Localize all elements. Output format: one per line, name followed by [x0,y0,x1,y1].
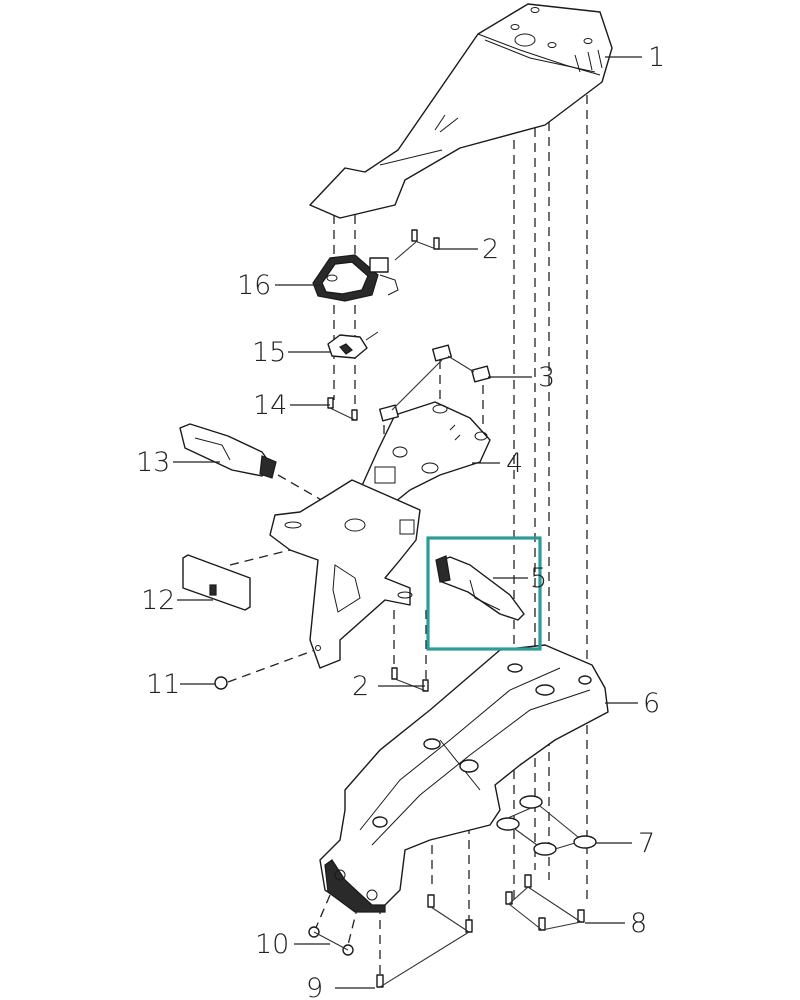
part-13-left-turn-signal[interactable] [179,423,277,479]
part-15-license-lamp[interactable] [327,331,379,359]
callout-12: 12 [141,585,175,616]
part-3-clip-nuts[interactable] [379,344,491,422]
highlight-box [426,536,542,651]
part-1-seat-cowl[interactable] [309,3,613,219]
callout-8: 8 [630,908,647,939]
callout-2-lower: 2 [352,671,369,702]
part-2-screws[interactable] [391,229,440,692]
part-6-rear-fender[interactable] [319,644,609,913]
part-5-right-turn-signal[interactable] [435,555,525,621]
part-12-reflector[interactable] [182,554,251,611]
callout-7: 7 [638,828,655,859]
part-14-screws[interactable] [327,397,358,421]
callout-15: 15 [252,337,286,368]
callout-numbers: 1 2 3 4 5 6 7 8 9 10 11 12 13 14 15 16 2 [136,42,665,1000]
part-8-bolts[interactable] [505,874,585,931]
callout-16: 16 [237,270,271,301]
callout-1: 1 [648,42,665,73]
license-plate-holder[interactable] [269,479,421,669]
callout-13: 13 [136,447,170,478]
part-10-nuts[interactable] [308,926,354,956]
part-16-lamp-housing[interactable] [312,254,399,302]
callout-5: 5 [530,563,547,594]
callout-10: 10 [255,929,289,960]
callout-6: 6 [643,688,660,719]
callout-3: 3 [538,362,555,393]
callout-14: 14 [253,390,287,421]
part-4-upper-bracket[interactable] [359,401,491,511]
callout-4: 4 [506,448,523,479]
callout-11: 11 [146,669,180,700]
part-11-grommet[interactable] [214,676,228,690]
callout-9: 9 [306,973,323,1000]
part-7-washers[interactable] [496,795,597,856]
part-9-bolts[interactable] [376,894,473,988]
callout-leaders [173,56,642,989]
callout-2-upper: 2 [482,234,499,265]
